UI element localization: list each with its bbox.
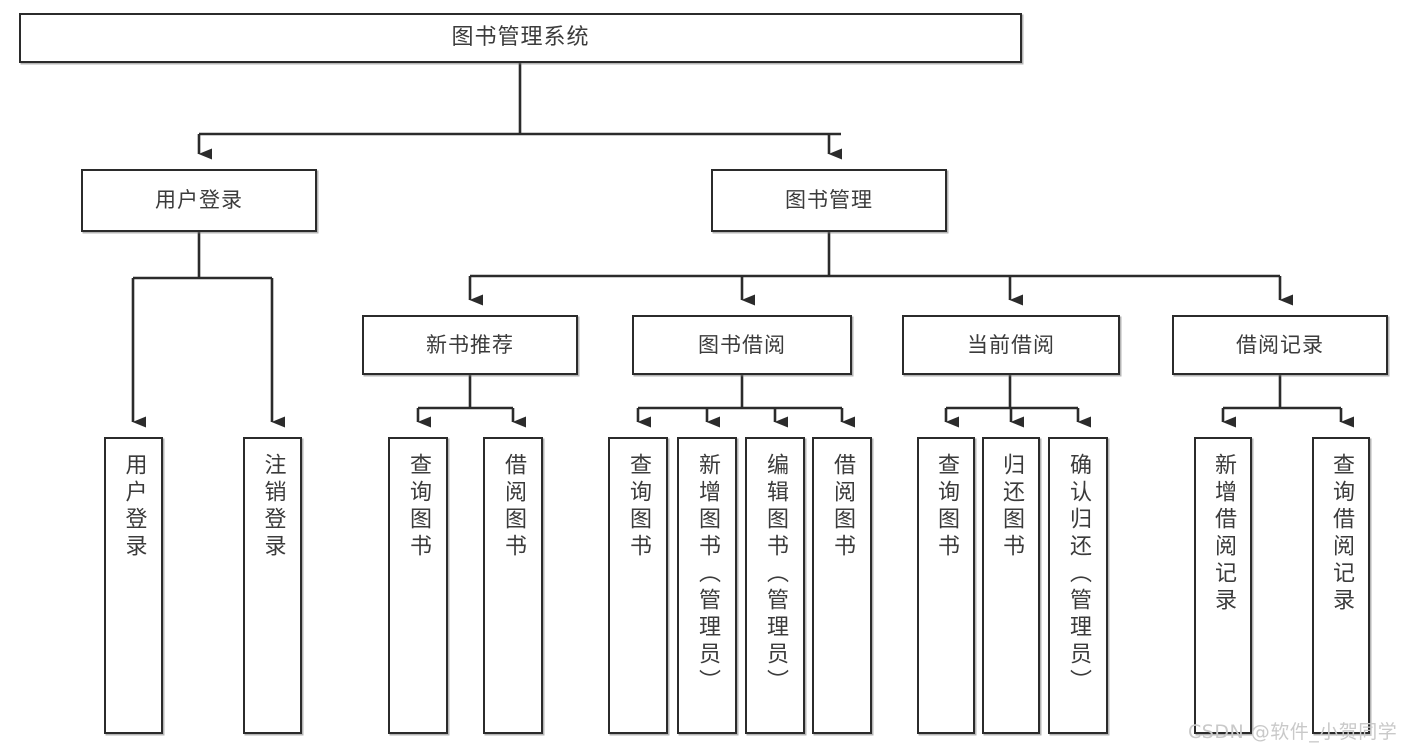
node-label: 图书管理 (785, 188, 873, 213)
leaf-user-login[interactable]: 用户登录 (104, 437, 163, 734)
node-label: 查询借阅记录 (1329, 453, 1354, 615)
node-label: 编辑图书（管理员） (763, 453, 788, 696)
node-label: 借阅图书 (501, 453, 526, 561)
node-label: 借阅记录 (1236, 332, 1324, 357)
leaf-confirm-return-admin[interactable]: 确认归还（管理员） (1048, 437, 1108, 734)
leaf-return-book[interactable]: 归还图书 (982, 437, 1040, 734)
node-label: 归还图书 (999, 453, 1024, 561)
leaf-logout[interactable]: 注销登录 (243, 437, 302, 734)
node-new-book-recommendation[interactable]: 新书推荐 (362, 315, 578, 375)
node-label: 用户登录 (121, 453, 147, 561)
leaf-query-book-borrowing[interactable]: 查询图书 (608, 437, 668, 734)
leaf-query-book-recommend[interactable]: 查询图书 (388, 437, 448, 734)
leaf-borrow-book-borrowing[interactable]: 借阅图书 (812, 437, 872, 734)
leaf-edit-book-admin[interactable]: 编辑图书（管理员） (745, 437, 805, 734)
node-root-book-management-system[interactable]: 图书管理系统 (19, 13, 1022, 63)
node-label: 查询图书 (406, 453, 431, 561)
node-book-management[interactable]: 图书管理 (711, 169, 947, 232)
node-label: 查询图书 (934, 453, 959, 561)
node-label: 图书管理系统 (451, 25, 590, 51)
leaf-add-book-admin[interactable]: 新增图书（管理员） (677, 437, 737, 734)
node-label: 新增借阅记录 (1211, 453, 1236, 615)
leaf-borrow-book-recommend[interactable]: 借阅图书 (483, 437, 543, 734)
node-label: 当前借阅 (967, 332, 1055, 357)
node-label: 注销登录 (260, 453, 286, 561)
leaf-query-borrowing-record[interactable]: 查询借阅记录 (1312, 437, 1370, 734)
node-user-login[interactable]: 用户登录 (81, 169, 317, 232)
node-label: 借阅图书 (830, 453, 855, 561)
node-label: 查询图书 (626, 453, 651, 561)
node-label: 用户登录 (155, 188, 243, 213)
node-label: 新增图书（管理员） (695, 453, 720, 696)
node-label: 图书借阅 (698, 332, 786, 357)
node-current-borrowing[interactable]: 当前借阅 (902, 315, 1120, 375)
node-borrowing-records[interactable]: 借阅记录 (1172, 315, 1388, 375)
node-label: 确认归还（管理员） (1066, 453, 1091, 696)
node-book-borrowing[interactable]: 图书借阅 (632, 315, 852, 375)
csdn-watermark: CSDN @软件_小贺同学 (1188, 721, 1398, 743)
leaf-query-book-current[interactable]: 查询图书 (917, 437, 975, 734)
node-label: 新书推荐 (426, 332, 514, 357)
leaf-add-borrowing-record[interactable]: 新增借阅记录 (1194, 437, 1252, 734)
